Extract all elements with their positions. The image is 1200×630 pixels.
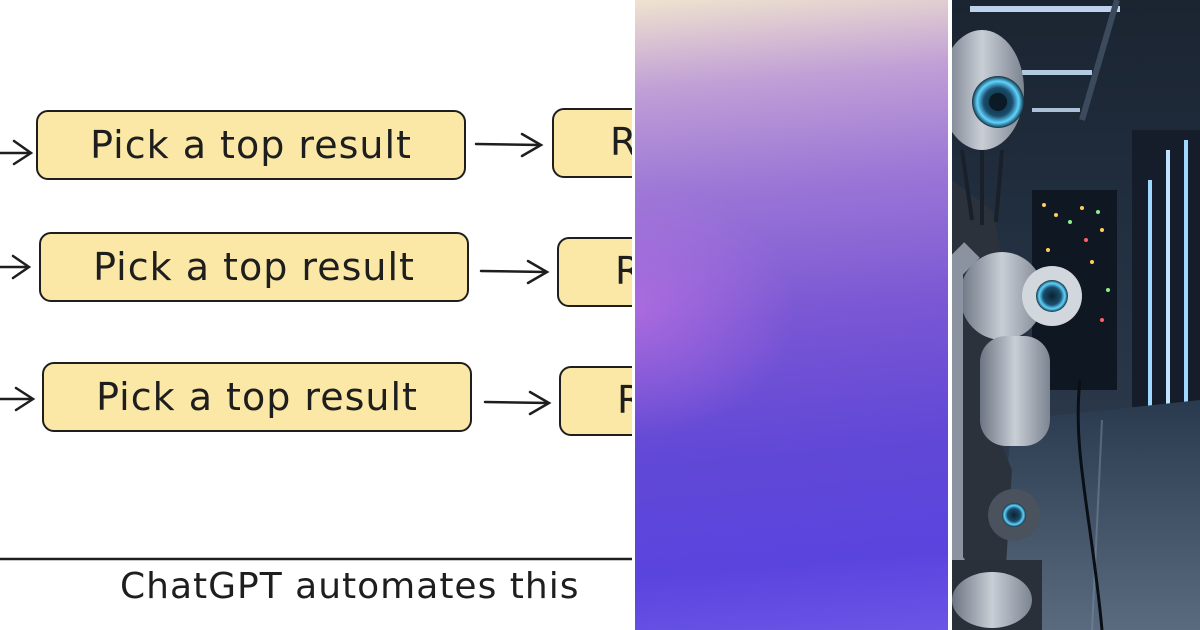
step-label-1: Pick a top result <box>90 123 412 167</box>
panel-divider-1 <box>632 0 635 630</box>
next-label-2: R <box>615 249 632 293</box>
step-label-2: Pick a top result <box>93 245 415 289</box>
next-box-1: R <box>552 108 632 178</box>
flow-diagram-panel: Pick a top result R Pick a top result R … <box>0 108 632 607</box>
step-box-3: Pick a top result <box>42 362 472 432</box>
caption-text: ChatGPT automates this <box>120 566 580 607</box>
step-box-2: Pick a top result <box>39 232 469 302</box>
next-label-1: R <box>610 120 632 164</box>
panel-divider-2 <box>948 0 952 630</box>
diagram-lines <box>0 132 632 561</box>
step-box-1: Pick a top result <box>36 110 466 180</box>
next-box-3: R <box>559 366 632 436</box>
next-label-3: R <box>617 378 632 422</box>
arrow-in-3 <box>0 386 36 412</box>
robot-photo-panel <box>952 0 1200 630</box>
arrow-out-1 <box>474 132 544 158</box>
robot-in-server-room-icon <box>952 0 1200 630</box>
next-box-2: R <box>557 237 632 307</box>
arrow-in-2 <box>0 254 32 280</box>
gradient-panel <box>635 0 948 630</box>
arrow-out-2 <box>479 259 550 285</box>
arrow-out-3 <box>483 390 552 416</box>
arrow-in-1 <box>0 139 34 166</box>
step-label-3: Pick a top result <box>96 375 418 419</box>
